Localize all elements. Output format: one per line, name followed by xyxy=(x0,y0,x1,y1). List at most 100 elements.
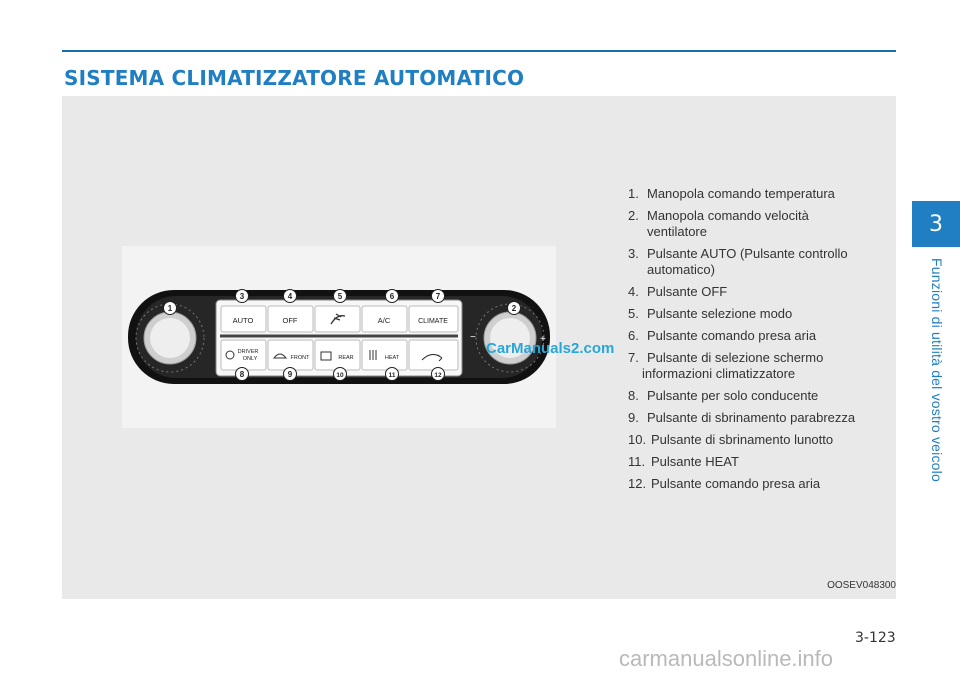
mode-button[interactable] xyxy=(314,305,361,333)
callout-label: 1 xyxy=(168,304,173,313)
legend-text: Pulsante HEAT xyxy=(651,454,739,469)
legend-number: 1. xyxy=(628,186,639,201)
legend-item: 4.Pulsante OFF xyxy=(628,284,890,300)
legend-number: 12. xyxy=(628,476,647,491)
svg-text:OFF: OFF xyxy=(283,316,298,325)
fan-knob-cap xyxy=(490,318,530,358)
callout-6: 6 xyxy=(385,289,399,303)
fan-plus-label: + xyxy=(540,334,546,345)
chapter-number-tab: 3 xyxy=(912,201,960,247)
svg-text:HEAT: HEAT xyxy=(385,355,400,361)
legend-text: Pulsante selezione modo xyxy=(647,306,793,321)
legend-item: 1. Manopola comando temperatura xyxy=(628,186,890,202)
callout-4: 4 xyxy=(283,289,297,303)
svg-text:REAR: REAR xyxy=(338,355,353,361)
legend-item: 8. Pulsante per solo conducente xyxy=(628,388,890,404)
temperature-knob-scale xyxy=(135,303,205,373)
legend-list: 1. Manopola comando temperatura 2. Manopola… xyxy=(628,186,890,498)
callout-10: 10 xyxy=(333,367,347,381)
image-code: OOSEV048300 xyxy=(827,580,896,591)
figure-panel: − + AUTO OFF A/C xyxy=(62,96,896,599)
callout-8: 8 xyxy=(235,367,249,381)
recirculation-icon xyxy=(421,354,443,362)
rear-defrost-button[interactable]: REAR xyxy=(314,339,361,371)
legend-number: 3. xyxy=(628,246,639,261)
legend-item: 10. Pulsante di sbrinamento lunotto xyxy=(628,432,890,448)
legend-item: 5. Pulsante selezione modo xyxy=(628,306,890,322)
legend-item: 9.Pulsante di sbrinamento parabrezza xyxy=(628,410,890,426)
svg-text:CLIMATE: CLIMATE xyxy=(418,318,448,325)
legend-text: Pulsante comando presa aria xyxy=(651,476,821,491)
fan-icon xyxy=(225,350,235,360)
heat-button[interactable]: HEAT xyxy=(361,339,408,371)
callout-12: 12 xyxy=(431,367,445,381)
footer-brand: carmanualsonline.info xyxy=(619,646,834,671)
legend-item: 11. Pulsante HEAT xyxy=(628,454,890,470)
callout-label: 12 xyxy=(434,372,442,379)
legend-text: Pulsante di sbrinamento lunotto xyxy=(651,432,834,447)
svg-text:AUTO: AUTO xyxy=(233,316,254,325)
svg-text:A/C: A/C xyxy=(378,316,391,325)
climate-button[interactable]: CLIMATE xyxy=(408,305,459,333)
callout-7: 7 xyxy=(431,289,445,303)
svg-text:FRONT: FRONT xyxy=(291,355,311,361)
callout-11: 11 xyxy=(385,367,399,381)
front-defrost-button[interactable]: FRONT xyxy=(267,339,314,371)
legend-text-continuation: informazioni climatizzatore xyxy=(642,366,796,381)
callout-2: 2 xyxy=(507,301,521,315)
mode-icon xyxy=(330,313,346,325)
legend-number: 10. xyxy=(628,432,647,447)
auto-button[interactable]: AUTO xyxy=(220,305,267,333)
temperature-knob-cap xyxy=(150,318,190,358)
page-title: SISTEMA CLIMATIZZATORE AUTOMATICO xyxy=(64,66,525,90)
callout-1: 1 xyxy=(163,301,177,315)
legend-number: 11. xyxy=(628,454,646,469)
legend-text: Manopola comando velocità xyxy=(647,208,809,223)
page-number: 3-123 xyxy=(855,630,896,646)
driver-only-button[interactable]: DRIVER ONLY xyxy=(220,339,267,371)
legend-text-continuation: ventilatore xyxy=(647,224,707,239)
callout-label: 5 xyxy=(338,292,343,301)
callout-label: 8 xyxy=(240,370,245,379)
legend-text: Pulsante AUTO (Pulsante controllo xyxy=(647,246,848,261)
ac-button[interactable]: A/C xyxy=(361,305,408,333)
svg-text:DRIVER: DRIVER xyxy=(238,349,259,355)
watermark: CarManuals2.com xyxy=(486,340,615,357)
heat-icon xyxy=(369,350,377,360)
air-intake-button[interactable] xyxy=(408,339,459,371)
chapter-title: Funzioni di utilità del vostro veicolo xyxy=(929,258,945,482)
callout-label: 11 xyxy=(389,372,396,379)
legend-item: 6. Pulsante comando presa aria xyxy=(628,328,890,344)
legend-number: 8. xyxy=(628,388,639,403)
callout-label: 2 xyxy=(512,304,517,313)
callout-label: 3 xyxy=(240,292,245,301)
legend-text-continuation: automatico) xyxy=(647,262,715,277)
callout-label: 10 xyxy=(336,372,344,379)
svg-text:ONLY: ONLY xyxy=(243,356,258,362)
legend-text: Manopola comando temperatura xyxy=(647,186,835,201)
callout-label: 6 xyxy=(390,292,395,301)
callout-5: 5 xyxy=(333,289,347,303)
header-rule xyxy=(62,50,896,52)
fan-minus-label: − xyxy=(470,332,476,343)
callout-label: 4 xyxy=(288,292,293,301)
legend-number: 4. xyxy=(628,284,639,299)
legend-text: Pulsante per solo conducente xyxy=(647,388,819,403)
legend-text: Pulsante di selezione schermo xyxy=(647,350,824,365)
legend-text: Pulsante di sbrinamento parabrezza xyxy=(647,410,856,425)
front-defrost-icon xyxy=(272,353,288,359)
legend-item: 12. Pulsante comando presa aria xyxy=(628,476,890,492)
legend-number: 6. xyxy=(628,328,639,343)
legend-number: 7. xyxy=(628,350,639,365)
legend-number: 5. xyxy=(628,306,639,321)
legend-text: Pulsante comando presa aria xyxy=(647,328,817,343)
callout-3: 3 xyxy=(235,289,249,303)
rear-defrost-icon xyxy=(320,351,332,361)
legend-number: 2. xyxy=(628,208,639,223)
callout-label: 7 xyxy=(436,292,441,301)
off-button[interactable]: OFF xyxy=(267,305,314,333)
